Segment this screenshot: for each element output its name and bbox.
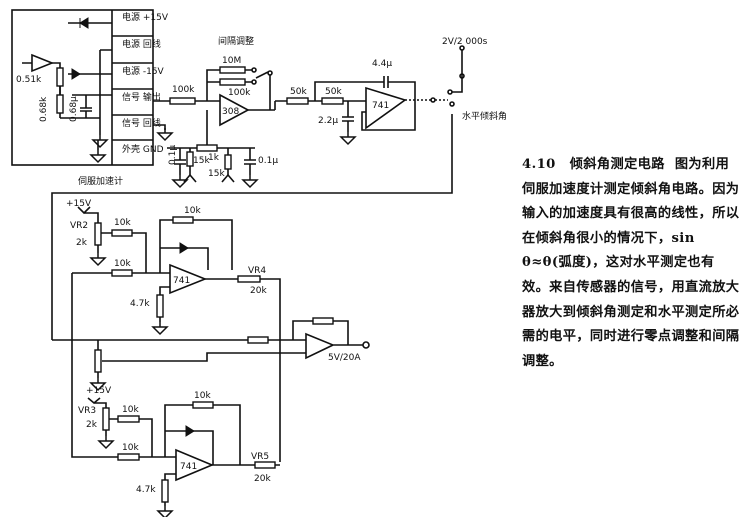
vr4[interactable]: VR4	[248, 266, 266, 276]
vr5[interactable]: VR5	[251, 452, 269, 462]
sensor-caption: 伺服加速计	[78, 175, 123, 187]
terminal-5: 信号 回线	[122, 117, 161, 129]
r-4-7k-b: 4.7k	[136, 485, 156, 495]
terminal-3: 电源 -15V	[122, 65, 165, 77]
r-10k-fb-a: 10k	[184, 206, 201, 216]
bottom-amplifier-b: +15V VR3 2k 10k 10k 10k 741 4.7k VR5 20k	[71, 273, 280, 517]
c-left: 0.1μ	[168, 145, 178, 165]
r-10k-2: 10k	[114, 259, 131, 269]
vplus-2: +15V	[86, 386, 112, 396]
r-10k-fb-b: 10k	[194, 391, 211, 401]
terminal-1: 电源 +15V	[122, 11, 169, 23]
c-4-4u: 4.4μ	[372, 59, 392, 69]
r-15k-b: 15k	[208, 169, 225, 179]
r-50k-2: 50k	[325, 87, 342, 97]
r-4-7k-a: 4.7k	[130, 299, 150, 309]
opamp-741-b: 741	[180, 462, 197, 472]
description: 4.10 倾斜角测定电路图为利用伺服加速度计测定倾斜角电路。因为输入的加速度具有很…	[522, 153, 740, 374]
output-5v-20a: 5V/20A	[328, 353, 361, 363]
vr2-value: 2k	[76, 238, 88, 248]
r-10k-3: 10k	[122, 405, 139, 415]
c-0-68u: 0.68μ	[69, 96, 79, 122]
r-50k-1: 50k	[290, 87, 307, 97]
vr4-value: 20k	[250, 286, 267, 296]
r-0-51k: 0.51k	[16, 75, 42, 85]
bottom-amplifier-a: +15V VR2 2k 10k 10k 10k 741 4.7k VR4 20k…	[52, 199, 370, 462]
vplus-1: +15V	[66, 199, 92, 209]
opamp-741-top: 741	[372, 101, 389, 111]
servo-accelerometer-box: 电源 +15V 电源 回线 电源 -15V 信号 输出 信号 回线 外壳 GND…	[11, 9, 173, 166]
vr5-value: 20k	[254, 474, 271, 484]
r-0-68k: 0.68k	[39, 96, 49, 122]
vr3-value: 2k	[86, 420, 98, 430]
vr3[interactable]: VR3	[78, 406, 96, 416]
terminal-6: 外壳 GND	[122, 143, 164, 155]
r-15k-a: 15k	[193, 156, 210, 166]
figure-title: 倾斜角测定电路	[569, 157, 665, 172]
terminal-4: 信号 输出	[122, 91, 161, 103]
c-0-1u: 0.1μ	[258, 156, 278, 166]
switch-out-2v[interactable]: 2V/2 000s	[442, 37, 488, 47]
vr2[interactable]: VR2	[70, 221, 88, 231]
r-in-label: 100k	[172, 85, 195, 95]
r-100k-label: 100k	[228, 88, 251, 98]
figure-body: 图为利用伺服加速度计测定倾斜角电路。因为输入的加速度具有很高的线性，所以在倾斜角…	[522, 157, 740, 369]
r-10m-label: 10M	[222, 56, 241, 66]
c-2-2u: 2.2μ	[318, 116, 338, 126]
pot-1k[interactable]: 1k	[208, 153, 220, 163]
terminal-2: 电源 回线	[122, 38, 161, 50]
top-amplifier: 100k 间隔调整 10M 100k 308 50k 50k 2.2μ 4.4μ…	[51, 35, 507, 340]
r-10k-4: 10k	[122, 443, 139, 453]
opamp-741-a: 741	[173, 276, 190, 286]
opamp-308: 308	[222, 107, 239, 117]
span-adjust-label: 间隔调整	[218, 35, 254, 47]
figure-number: 4.10	[522, 157, 556, 172]
switch-out-level[interactable]: 水平倾斜角	[462, 110, 507, 122]
r-10k-1: 10k	[114, 218, 131, 228]
